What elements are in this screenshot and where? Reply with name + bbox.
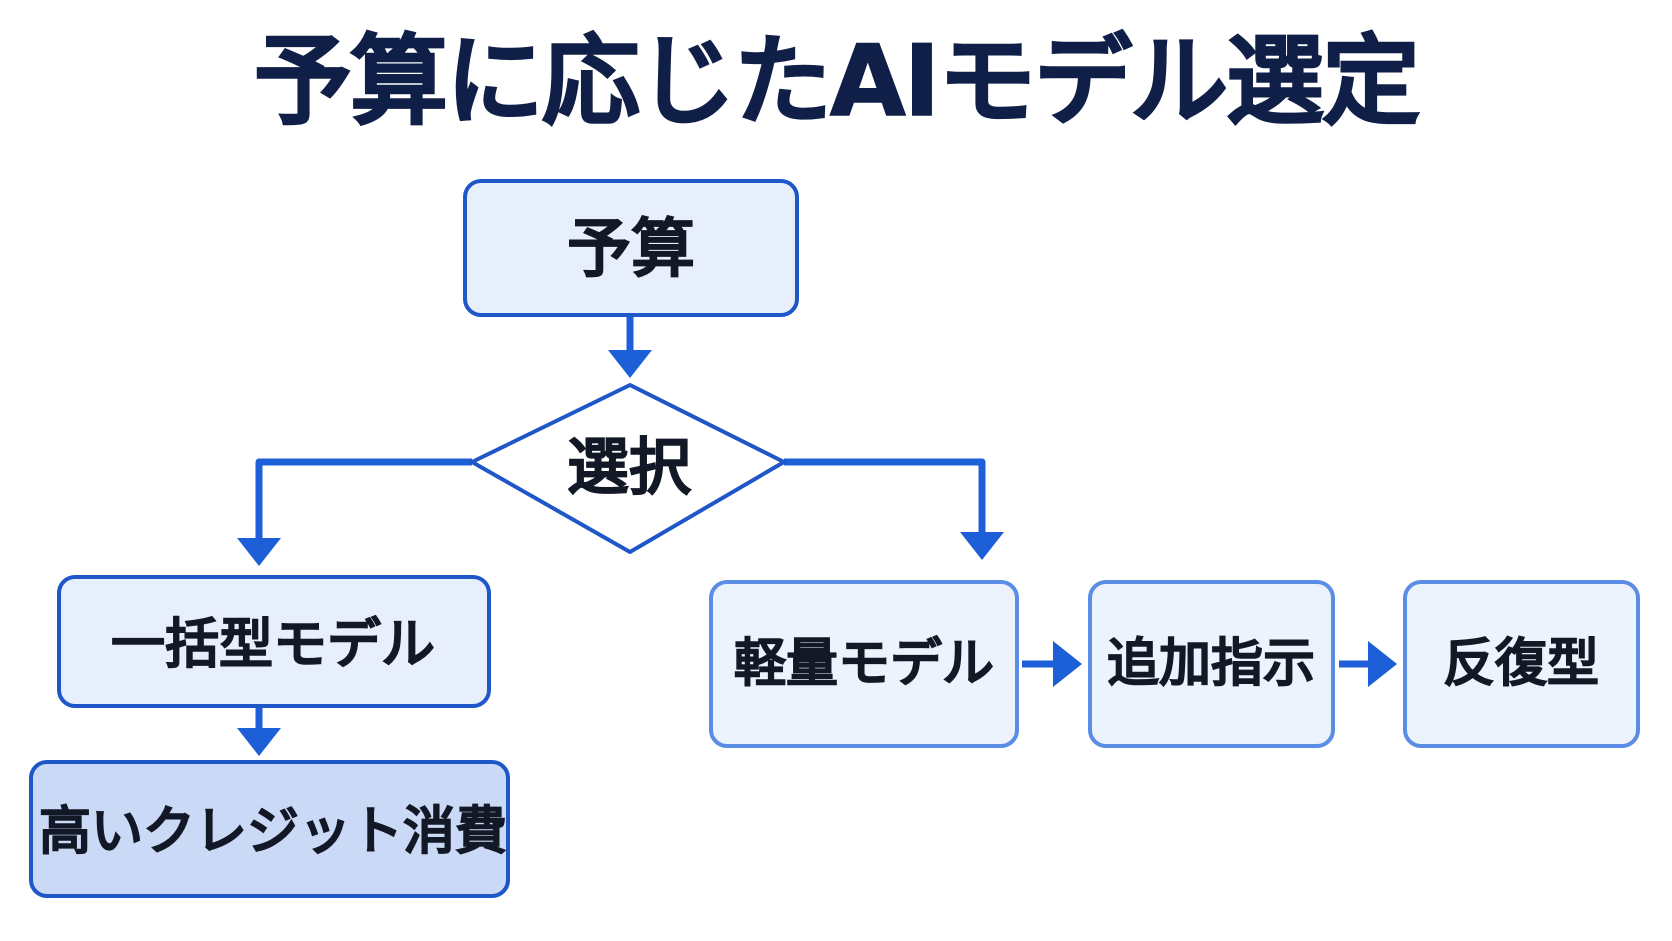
node-iterative-box bbox=[1403, 580, 1640, 748]
node-iterative-label: 反復型 bbox=[1443, 634, 1599, 694]
node-bulk-model: 一括型モデル bbox=[57, 575, 491, 708]
node-high-credit: 高いクレジット消費 bbox=[29, 760, 510, 898]
connector-choice-to-light-model bbox=[784, 458, 986, 534]
arrowhead-to-iterative bbox=[1368, 641, 1397, 687]
arrowheads bbox=[237, 350, 1397, 756]
connectors bbox=[255, 316, 1372, 730]
arrowhead-to-choice bbox=[608, 350, 652, 378]
node-additional-instructions-box bbox=[1088, 580, 1335, 748]
node-budget: 予算 bbox=[463, 179, 799, 317]
node-light-model: 軽量モデル bbox=[709, 580, 1019, 748]
node-budget-label: 予算 bbox=[567, 213, 695, 287]
arrowhead-to-light-model bbox=[960, 532, 1004, 560]
node-light-model-box bbox=[709, 580, 1019, 748]
node-additional-instructions-label: 追加指示 bbox=[1107, 634, 1315, 694]
node-high-credit-box bbox=[29, 760, 510, 898]
node-budget-box bbox=[463, 179, 799, 317]
node-high-credit-label: 高いクレジット消費 bbox=[39, 802, 507, 862]
node-choice-label: 選択 bbox=[567, 431, 692, 504]
node-choice: 選択 bbox=[470, 383, 786, 554]
node-bulk-model-box bbox=[57, 575, 491, 708]
arrowhead-to-additional bbox=[1053, 641, 1082, 687]
diagram-title: 予算に応じたAIモデル選定 bbox=[253, 24, 1421, 140]
node-bulk-model-label: 一括型モデル bbox=[111, 613, 435, 676]
arrowhead-to-high-credit bbox=[237, 728, 281, 756]
node-iterative: 反復型 bbox=[1403, 580, 1640, 748]
node-light-model-label: 軽量モデル bbox=[734, 634, 994, 694]
node-additional-instructions: 追加指示 bbox=[1088, 580, 1335, 748]
node-choice-diamond bbox=[470, 383, 786, 554]
connector-choice-to-bulk-model bbox=[255, 458, 472, 541]
arrowhead-to-bulk-model bbox=[237, 538, 281, 566]
